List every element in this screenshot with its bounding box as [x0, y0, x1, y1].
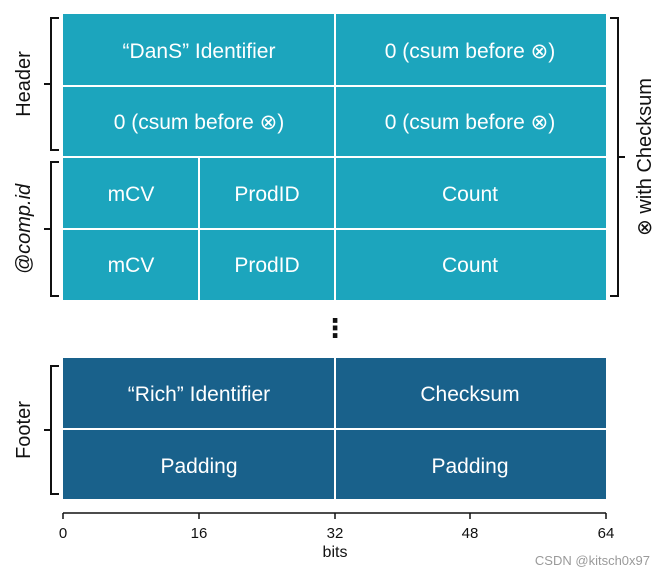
cell-checksum: Checksum [420, 383, 519, 406]
checksum-label: ⊗ with Checksum [634, 78, 656, 236]
checksum-bracket [610, 17, 625, 297]
cell-mcv: mCV [108, 183, 155, 206]
cell-csum-before: 0 (csum before ⊗) [385, 40, 555, 63]
cell-mcv: mCV [108, 254, 155, 277]
footer-bracket [44, 365, 59, 495]
cell-count: Count [442, 183, 498, 206]
watermark: CSDN @kitsch0x97 [534, 553, 650, 568]
tick-label: 64 [598, 525, 615, 542]
cell-rich-identifier: “Rich” Identifier [128, 383, 270, 406]
tick-label: 32 [327, 525, 344, 542]
cell-padding: Padding [160, 455, 237, 478]
tick-label: 16 [191, 525, 208, 542]
comp-id-bracket [44, 161, 59, 297]
cell-dans-identifier: “DanS” Identifier [123, 40, 276, 63]
bits-axis [62, 512, 607, 519]
teal-grid-lines [63, 14, 606, 300]
cell-prodid: ProdID [234, 183, 299, 206]
axis-title: bits [323, 544, 348, 561]
ellipsis: ⋮ [322, 314, 348, 344]
comp-id-label: @comp.id [13, 183, 35, 274]
cell-prodid: ProdID [234, 254, 299, 277]
cell-csum-before: 0 (csum before ⊗) [114, 111, 284, 134]
cell-count: Count [442, 254, 498, 277]
tick-label: 0 [59, 525, 67, 542]
cell-padding: Padding [431, 455, 508, 478]
footer-label: Footer [13, 401, 35, 459]
header-bracket [44, 17, 59, 151]
footer-grid-lines [63, 358, 606, 499]
cell-csum-before: 0 (csum before ⊗) [385, 111, 555, 134]
tick-label: 48 [462, 525, 479, 542]
header-label: Header [13, 51, 35, 117]
